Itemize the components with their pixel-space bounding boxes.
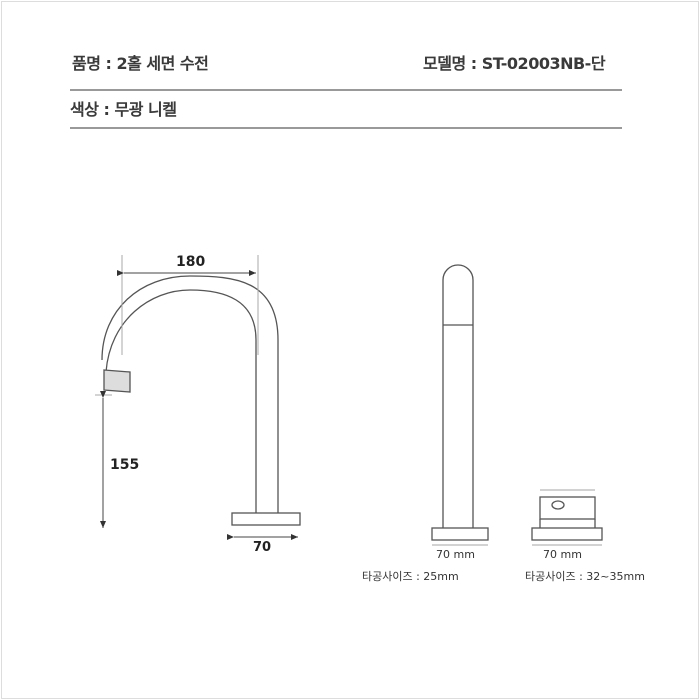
divider	[70, 89, 622, 91]
spout-hole-size: 타공사이즈 : 25mm	[362, 570, 459, 583]
spout-base-mm: 70 mm	[436, 548, 475, 561]
handle-base-mm: 70 mm	[543, 548, 582, 561]
model-name: 모델명 : ST-02003NB-단	[423, 54, 606, 73]
color-label: 색상 : 무광 니켈	[70, 100, 177, 119]
spout-side-view	[431, 264, 489, 546]
base-label: 70	[253, 540, 272, 555]
handle-side-view	[531, 489, 603, 546]
spout-outline	[101, 275, 301, 526]
spout-dimensions	[95, 255, 298, 540]
product-name: 품명 : 2홀 세면 수전	[72, 54, 209, 73]
handle-hole-size: 타공사이즈 : 32~35mm	[525, 570, 645, 583]
reach-label: 180	[176, 254, 206, 270]
height-label: 155	[110, 457, 140, 473]
divider	[70, 127, 622, 129]
